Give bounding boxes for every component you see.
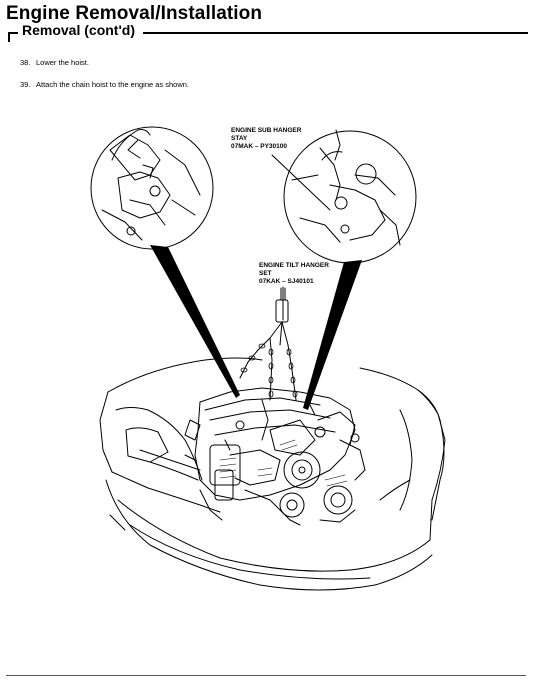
callout-sub-hanger: ENGINE SUB HANGER STAY 07MAK – PY30100 — [231, 127, 301, 151]
callout-line: SET — [259, 270, 272, 277]
callout-line: ENGINE TILT HANGER — [259, 262, 329, 269]
left-detail-circle — [90, 126, 214, 250]
callout-part-number: 07KAK – SJ40101 — [259, 278, 314, 285]
section-rule — [8, 32, 18, 34]
car-body — [99, 357, 446, 591]
callout-tilt-hanger: ENGINE TILT HANGER SET 07KAK – SJ40101 — [259, 262, 329, 286]
right-detail-circle — [283, 129, 417, 264]
chain-hoist — [239, 287, 298, 401]
callout-part-number: 07MAK – PY30100 — [231, 143, 288, 150]
callout-line: ENGINE SUB HANGER — [231, 127, 302, 134]
step-item: 39. Attach the chain hoist to the engine … — [20, 80, 189, 89]
engine-shading — [219, 439, 348, 487]
step-number: 38. — [20, 58, 31, 67]
section-rule-corner — [8, 32, 10, 42]
step-item: 38. Lower the hoist. — [20, 58, 89, 67]
bottom-rule — [6, 675, 526, 676]
engine-assembly — [184, 387, 366, 526]
step-number: 39. — [20, 80, 31, 89]
section-rule-right — [143, 32, 528, 34]
detail-pointers — [150, 245, 362, 410]
page-title: Engine Removal/Installation — [6, 3, 263, 24]
step-text: Lower the hoist. — [36, 58, 89, 67]
callout-line: STAY — [231, 135, 248, 142]
step-text: Attach the chain hoist to the engine as … — [36, 80, 190, 89]
section-title: Removal (cont'd) — [22, 22, 136, 38]
